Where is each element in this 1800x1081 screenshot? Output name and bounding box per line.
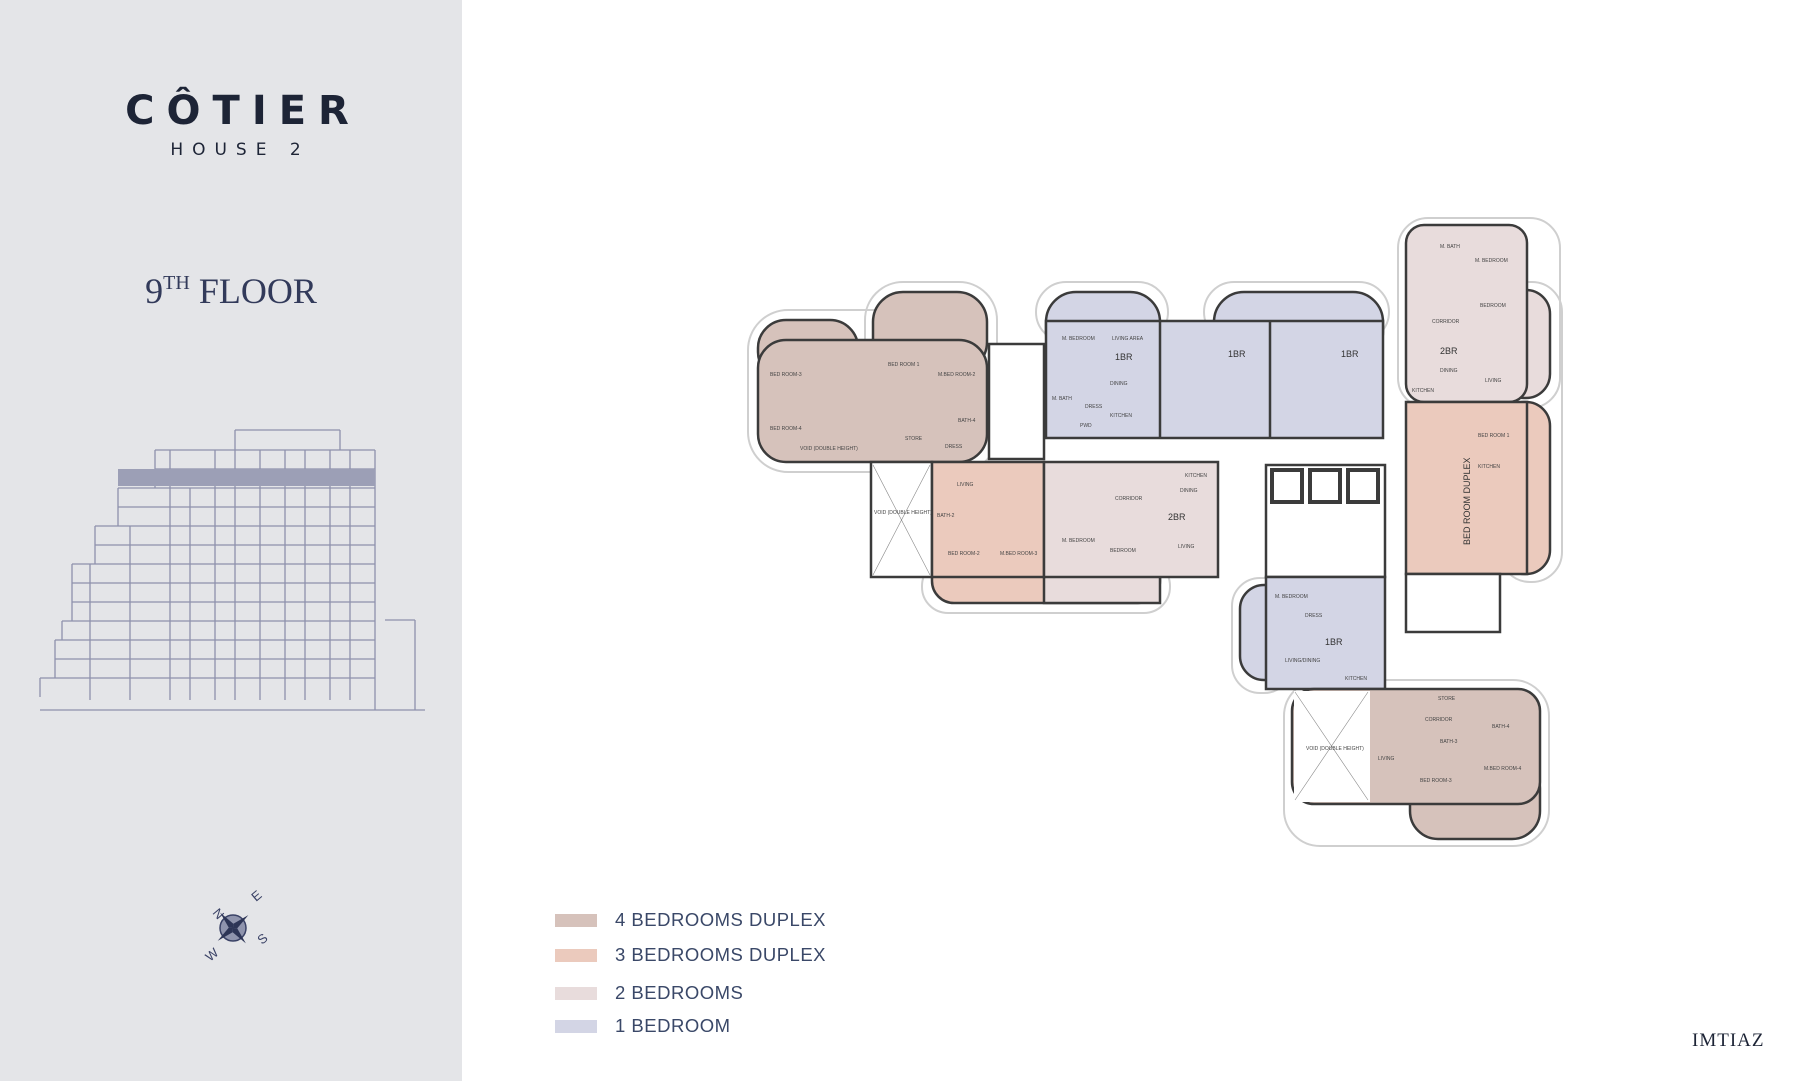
room-label: LIVING xyxy=(957,482,974,488)
room-label: BEDROOM xyxy=(1480,303,1506,309)
floor-label: FLOOR xyxy=(198,271,317,311)
info-panel: CÔTIER HOUSE 2 9TH FLOOR N E S W xyxy=(0,0,462,1081)
unit-3br-duplex-middle[interactable] xyxy=(930,460,1046,579)
room-label: VOID (DOUBLE HEIGHT) xyxy=(874,510,932,516)
legend-item-2br: 2 BEDROOMS xyxy=(555,982,743,1004)
unit-labels: 1BR 1BR 1BR 2BR 2BR 1BR BED ROOM DUPLEX xyxy=(1115,346,1472,647)
brand-subtitle: HOUSE 2 xyxy=(170,140,310,160)
room-label: VOID (DOUBLE HEIGHT) xyxy=(1306,746,1364,752)
room-label: DINING xyxy=(1440,368,1458,374)
legend-label: 1 BEDROOM xyxy=(615,1015,731,1036)
floor-suffix: TH xyxy=(163,272,190,294)
room-label: CORRIDOR xyxy=(1115,496,1143,502)
room-label: BED ROOM 1 xyxy=(888,362,920,368)
balcony-outlines xyxy=(747,217,1563,847)
room-label: BEDROOM xyxy=(1110,548,1136,554)
room-label: BATH-4 xyxy=(958,418,976,424)
unit-label: 1BR xyxy=(1325,637,1343,647)
room-label: KITCHEN xyxy=(1412,388,1434,394)
room-label: KITCHEN xyxy=(1345,676,1367,682)
unit-label: 2BR xyxy=(1440,346,1458,356)
room-label: M. BEDROOM xyxy=(1062,336,1095,342)
room-label: M. BEDROOM xyxy=(1062,538,1095,544)
legend-swatch xyxy=(555,986,597,1000)
room-label: BED ROOM-3 xyxy=(1420,778,1452,784)
unit-3br-duplex-right[interactable] xyxy=(1404,400,1529,576)
building-elevation xyxy=(39,429,425,711)
room-label: LIVING AREA xyxy=(1112,336,1144,342)
room-label: LIVING xyxy=(1485,378,1502,384)
room-label: BED ROOM-3 xyxy=(770,372,802,378)
unit-label: 1BR xyxy=(1341,349,1359,359)
room-label: PWD xyxy=(1080,423,1092,429)
room-label: DRESS xyxy=(1085,404,1103,410)
lift-core xyxy=(1264,463,1387,579)
room-label: BED ROOM 1 xyxy=(1478,433,1510,439)
unit-2br-middle[interactable] xyxy=(1042,460,1220,579)
unit-label: 2BR xyxy=(1168,512,1186,522)
room-label: LIVING/DINING xyxy=(1285,658,1320,664)
current-floor-highlight xyxy=(118,469,375,486)
legend-label: 3 BEDROOMS DUPLEX xyxy=(615,944,827,965)
unit-1br-strip[interactable] xyxy=(1044,319,1385,440)
stair-core-right xyxy=(1404,572,1502,634)
room-label: DRESS xyxy=(945,444,963,450)
room-label: M.BED ROOM-4 xyxy=(1484,766,1521,772)
legend-swatch xyxy=(555,913,597,927)
room-label: LIVING xyxy=(1378,756,1395,762)
unit-label: BED ROOM DUPLEX xyxy=(1462,457,1472,545)
room-label: BATH-4 xyxy=(1492,724,1510,730)
room-label: M.BED ROOM-2 xyxy=(938,372,975,378)
unit-label: 1BR xyxy=(1228,349,1246,359)
developer-logo: IMTIAZ xyxy=(1692,1030,1765,1051)
legend-item-3br-duplex: 3 BEDROOMS DUPLEX xyxy=(555,944,826,966)
room-label: M. BEDROOM xyxy=(1475,258,1508,264)
room-label: DINING xyxy=(1180,488,1198,494)
room-label: DRESS xyxy=(1305,613,1323,619)
legend-label: 2 BEDROOMS xyxy=(615,982,744,1003)
unit-2br-right[interactable] xyxy=(1404,223,1529,404)
unit-label: 1BR xyxy=(1115,352,1133,362)
room-label: VOID (DOUBLE HEIGHT) xyxy=(800,446,858,452)
room-label: KITCHEN xyxy=(1478,464,1500,470)
room-label: M. BEDROOM xyxy=(1275,594,1308,600)
legend-item-1br: 1 BEDROOM xyxy=(555,1015,731,1037)
stair-core xyxy=(987,342,1046,461)
room-label: BATH-2 xyxy=(937,513,955,519)
room-label: DINING xyxy=(1110,381,1128,387)
floor-number: 9 xyxy=(145,271,164,311)
room-label: STORE xyxy=(905,436,923,442)
legend-label: 4 BEDROOMS DUPLEX xyxy=(615,909,827,930)
room-label: CORRIDOR xyxy=(1432,319,1460,325)
room-label: M.BED ROOM-3 xyxy=(1000,551,1037,557)
compass-icon: N E S W xyxy=(202,887,271,964)
room-label: KITCHEN xyxy=(1185,473,1207,479)
room-label: CORRIDOR xyxy=(1425,717,1453,723)
room-label: LIVING xyxy=(1178,544,1195,550)
floor-title: 9TH FLOOR xyxy=(0,270,462,312)
unit-1br-lower[interactable] xyxy=(1264,575,1387,691)
brand-logo: CÔTIER xyxy=(125,88,361,134)
room-label: BED ROOM-4 xyxy=(770,426,802,432)
room-label: BATH-3 xyxy=(1440,739,1458,745)
room-label: M. BATH xyxy=(1052,396,1072,402)
legend-swatch xyxy=(555,948,597,962)
legend-item-4br-duplex: 4 BEDROOMS DUPLEX xyxy=(555,909,826,931)
room-label: STORE xyxy=(1438,696,1456,702)
room-label: M. BATH xyxy=(1440,244,1460,250)
legend-swatch xyxy=(555,1019,597,1033)
room-label: BED ROOM-2 xyxy=(948,551,980,557)
room-label: KITCHEN xyxy=(1110,413,1132,419)
